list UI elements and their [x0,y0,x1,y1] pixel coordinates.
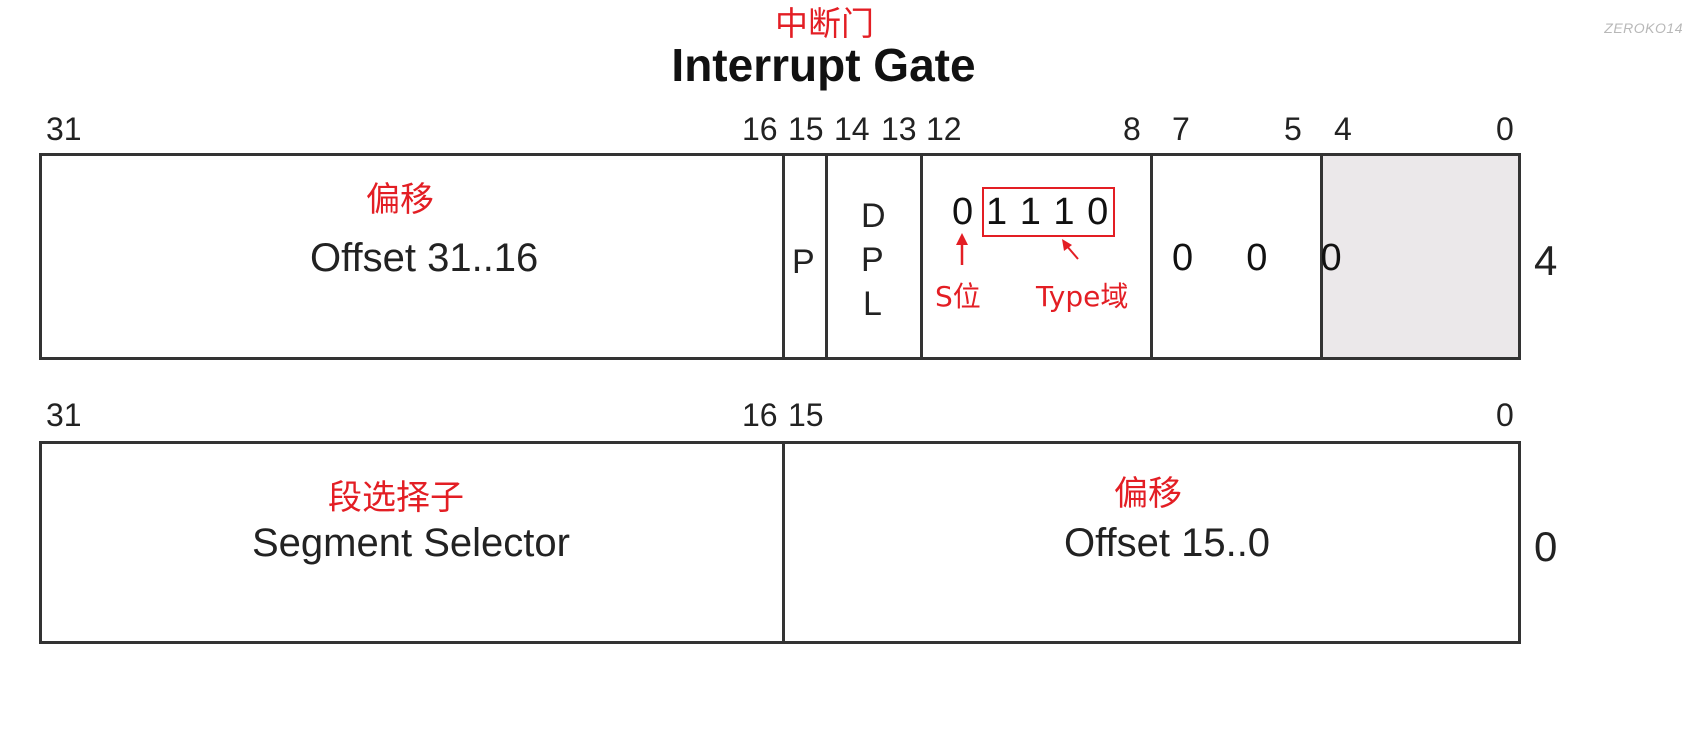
offset-high-cn-label: 偏移 [366,180,434,220]
reserved-field-shade [1322,156,1518,357]
segment-selector-field: Segment Selector [252,521,570,565]
reserved-zero-bits: 0 0 0 [1172,237,1342,279]
bit-label-0: 0 [1496,111,1514,147]
bit-label-7: 7 [1172,111,1190,147]
lower-dword-box [39,441,1521,644]
segment-selector-cn-label: 段选择子 [328,478,464,518]
offset-high-field: Offset 31..16 [310,236,539,280]
dpl-letter-d: D [861,197,886,235]
bit-label-12: 12 [926,111,962,147]
p-field: P [792,243,815,281]
divider-16-15 [782,153,785,360]
upper-dword-index: 4 [1534,237,1558,284]
lower-dword-index: 0 [1534,523,1558,570]
bit-label-8: 8 [1123,111,1141,147]
type-highlight-box [982,187,1115,237]
title-english: Interrupt Gate [671,39,976,91]
dpl-letter-l: L [863,285,882,323]
lower-bit-label-16: 16 [742,397,778,433]
lower-bit-label-15: 15 [788,397,824,433]
bit-label-31: 31 [46,111,82,147]
dpl-letter-p: P [861,241,884,279]
upper-dword-box [39,153,1521,360]
bit-label-16: 16 [742,111,778,147]
offset-low-cn-label: 偏移 [1114,474,1182,514]
bit-label-15: 15 [788,111,824,147]
s-bit-value: 0 [952,191,974,233]
bit-label-4: 4 [1334,111,1352,147]
divider-5-4 [1320,153,1323,360]
annotation-arrows-icon [956,233,1079,265]
bit-label-5: 5 [1284,111,1302,147]
bit-label-14: 14 [834,111,870,147]
type-field-annotation: Type域 [1036,280,1129,313]
offset-low-field: Offset 15..0 [1064,521,1271,565]
lower-bit-label-31: 31 [46,397,82,433]
divider-13-12 [920,153,923,360]
watermark: ZEROKO14 [1604,20,1683,36]
lower-divider-16-15 [782,441,785,644]
divider-8-7 [1150,153,1153,360]
lower-bit-label-0: 0 [1496,397,1514,433]
title-chinese: 中断门 [775,4,874,43]
divider-15-14 [825,153,828,360]
type-bits-value: 1 1 1 0 [986,191,1109,233]
s-bit-annotation: S位 [935,280,981,313]
bit-label-13: 13 [881,111,917,147]
